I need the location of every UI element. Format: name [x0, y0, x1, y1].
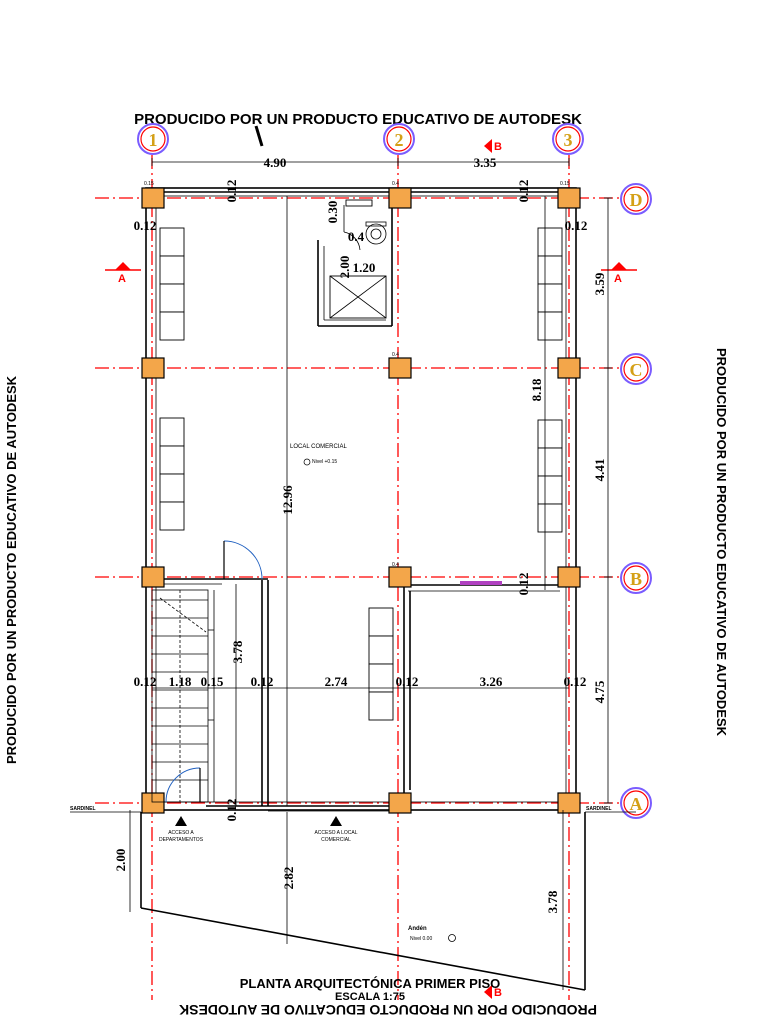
dim-row-6: 3.26 — [480, 674, 503, 689]
dim-right-D-C: 3.59 — [592, 272, 607, 295]
svg-text:B: B — [630, 569, 642, 589]
svg-text:2: 2 — [395, 130, 404, 150]
axis-bubble-D: D — [620, 183, 652, 215]
dim-row-7: 0.12 — [564, 674, 587, 689]
col-label-015-b: 0.15 — [560, 181, 570, 187]
window-b — [460, 581, 502, 585]
watermark-top: PRODUCIDO POR UN PRODUCTO EDUCATIVO DE A… — [134, 111, 582, 128]
svg-text:3: 3 — [564, 130, 573, 150]
dim-wall-top-right: 0.12 — [516, 180, 531, 203]
svg-text:B: B — [494, 987, 502, 999]
svg-text:COMERCIAL: COMERCIAL — [321, 837, 351, 843]
col-label-04-a: 0.4 — [392, 181, 399, 187]
axis-bubble-B: B — [620, 562, 652, 594]
sardinel-left: SARDINEL — [70, 806, 96, 812]
section-marker-a-right: A — [601, 262, 637, 285]
svg-text:DEPARTAMENTOS: DEPARTAMENTOS — [159, 837, 204, 843]
dim-bottom-left: 2.00 — [113, 849, 128, 872]
plan-title: PLANTA ARQUITECTÓNICA PRIMER PISO — [240, 976, 500, 991]
dim-top-2-3: 3.35 — [474, 155, 497, 170]
level-marker-local — [303, 458, 311, 466]
axis-bubble-C: C — [620, 353, 652, 385]
svg-text:ACCESO A LOCAL: ACCESO A LOCAL — [314, 830, 357, 836]
svg-text:ACCESO A: ACCESO A — [168, 830, 194, 836]
axis-bubble-1: 1 — [137, 123, 169, 155]
dim-row-4: 2.74 — [325, 674, 348, 689]
acceso-local: ACCESO A LOCAL COMERCIAL — [314, 816, 358, 843]
local-label: LOCAL COMERCIAL — [290, 444, 347, 450]
svg-text:D: D — [630, 190, 643, 210]
axis-bubble-A: A — [620, 787, 652, 819]
dim-row-5: 0.12 — [396, 674, 419, 689]
dim-bath-120: 1.20 — [353, 260, 376, 275]
col-label-015-a: 0.15 — [144, 181, 154, 187]
shelves-left-mid — [159, 417, 185, 531]
dim-right-C-B: 4.41 — [592, 459, 607, 482]
dim-row-1: 1.18 — [169, 674, 192, 689]
dim-bottom-right: 3.78 — [545, 890, 560, 913]
pen-mark — [254, 125, 264, 147]
shelves-center-bottom — [368, 607, 394, 721]
dim-row-3: 0.12 — [251, 674, 274, 689]
axis-bubble-3: 3 — [552, 123, 584, 155]
dim-bath-200: 2.00 — [337, 256, 352, 279]
dim-wall-b-right: 0.12 — [516, 573, 531, 596]
dim-top-1-2: 4.90 — [264, 155, 287, 170]
anden-label: Andén — [408, 926, 427, 932]
site-boundary — [70, 811, 636, 991]
svg-text:C: C — [630, 360, 643, 380]
dim-bath-04: 0.4 — [348, 229, 365, 244]
dim-wall-a-door: 0.12 — [224, 799, 239, 822]
watermark-right: PRODUCIDO POR UN PRODUCTO EDUCATIVO DE A… — [714, 348, 729, 737]
col-label-04-c: 0.4 — [392, 562, 399, 568]
dim-bottom-mid: 2.82 — [281, 867, 296, 890]
svg-text:A: A — [118, 273, 126, 285]
acceso-departamentos: ACCESO A DEPARTAMENTOS — [159, 816, 204, 843]
svg-text:A: A — [614, 273, 622, 285]
dim-total-height: 12.96 — [280, 485, 295, 515]
exterior-walls — [145, 187, 577, 811]
section-marker-b-bottom: B — [484, 985, 502, 999]
plan-scale: ESCALA 1:75 — [335, 991, 405, 1003]
svg-text:1: 1 — [149, 130, 158, 150]
dim-row-2: 0.15 — [201, 674, 224, 689]
dim-bath-030: 0.30 — [325, 201, 340, 224]
shelves-left-top — [159, 227, 185, 341]
watermark-left: PRODUCIDO POR UN PRODUCTO EDUCATIVO DE A… — [4, 375, 19, 764]
dim-wall-right: 0.12 — [565, 218, 588, 233]
svg-text:A: A — [630, 794, 643, 814]
bathroom — [329, 199, 387, 319]
dimension-lines — [129, 158, 612, 990]
stair — [151, 589, 215, 803]
sardinel-right: SARDINEL — [586, 806, 612, 812]
section-marker-b-top: B — [484, 139, 502, 153]
shelves-right-mid — [537, 419, 563, 533]
shelves-right-top — [537, 227, 563, 341]
watermark-bottom: PRODUCIDO POR UN PRODUCTO EDUCATIVO DE A… — [179, 1002, 597, 1018]
col-label-04-b: 0.4 — [392, 352, 399, 358]
axis-bubble-2: 2 — [383, 123, 415, 155]
dim-wall-left: 0.12 — [134, 218, 157, 233]
svg-text:B: B — [494, 141, 502, 153]
axis-lines — [95, 155, 630, 1000]
level-marker-anden — [448, 934, 456, 942]
dim-stair-height: 3.78 — [230, 640, 245, 663]
dim-right-B-A: 4.75 — [592, 680, 607, 703]
dim-wall-top-left: 0.12 — [224, 180, 239, 203]
dim-818: 8.18 — [529, 378, 544, 401]
local-level: Nivel +0.15 — [312, 459, 337, 465]
doors — [165, 540, 263, 803]
columns — [141, 187, 581, 814]
section-marker-a-left: A — [105, 262, 141, 285]
anden-level: Nivel 0.00 — [410, 936, 432, 942]
dim-row-0: 0.12 — [134, 674, 157, 689]
